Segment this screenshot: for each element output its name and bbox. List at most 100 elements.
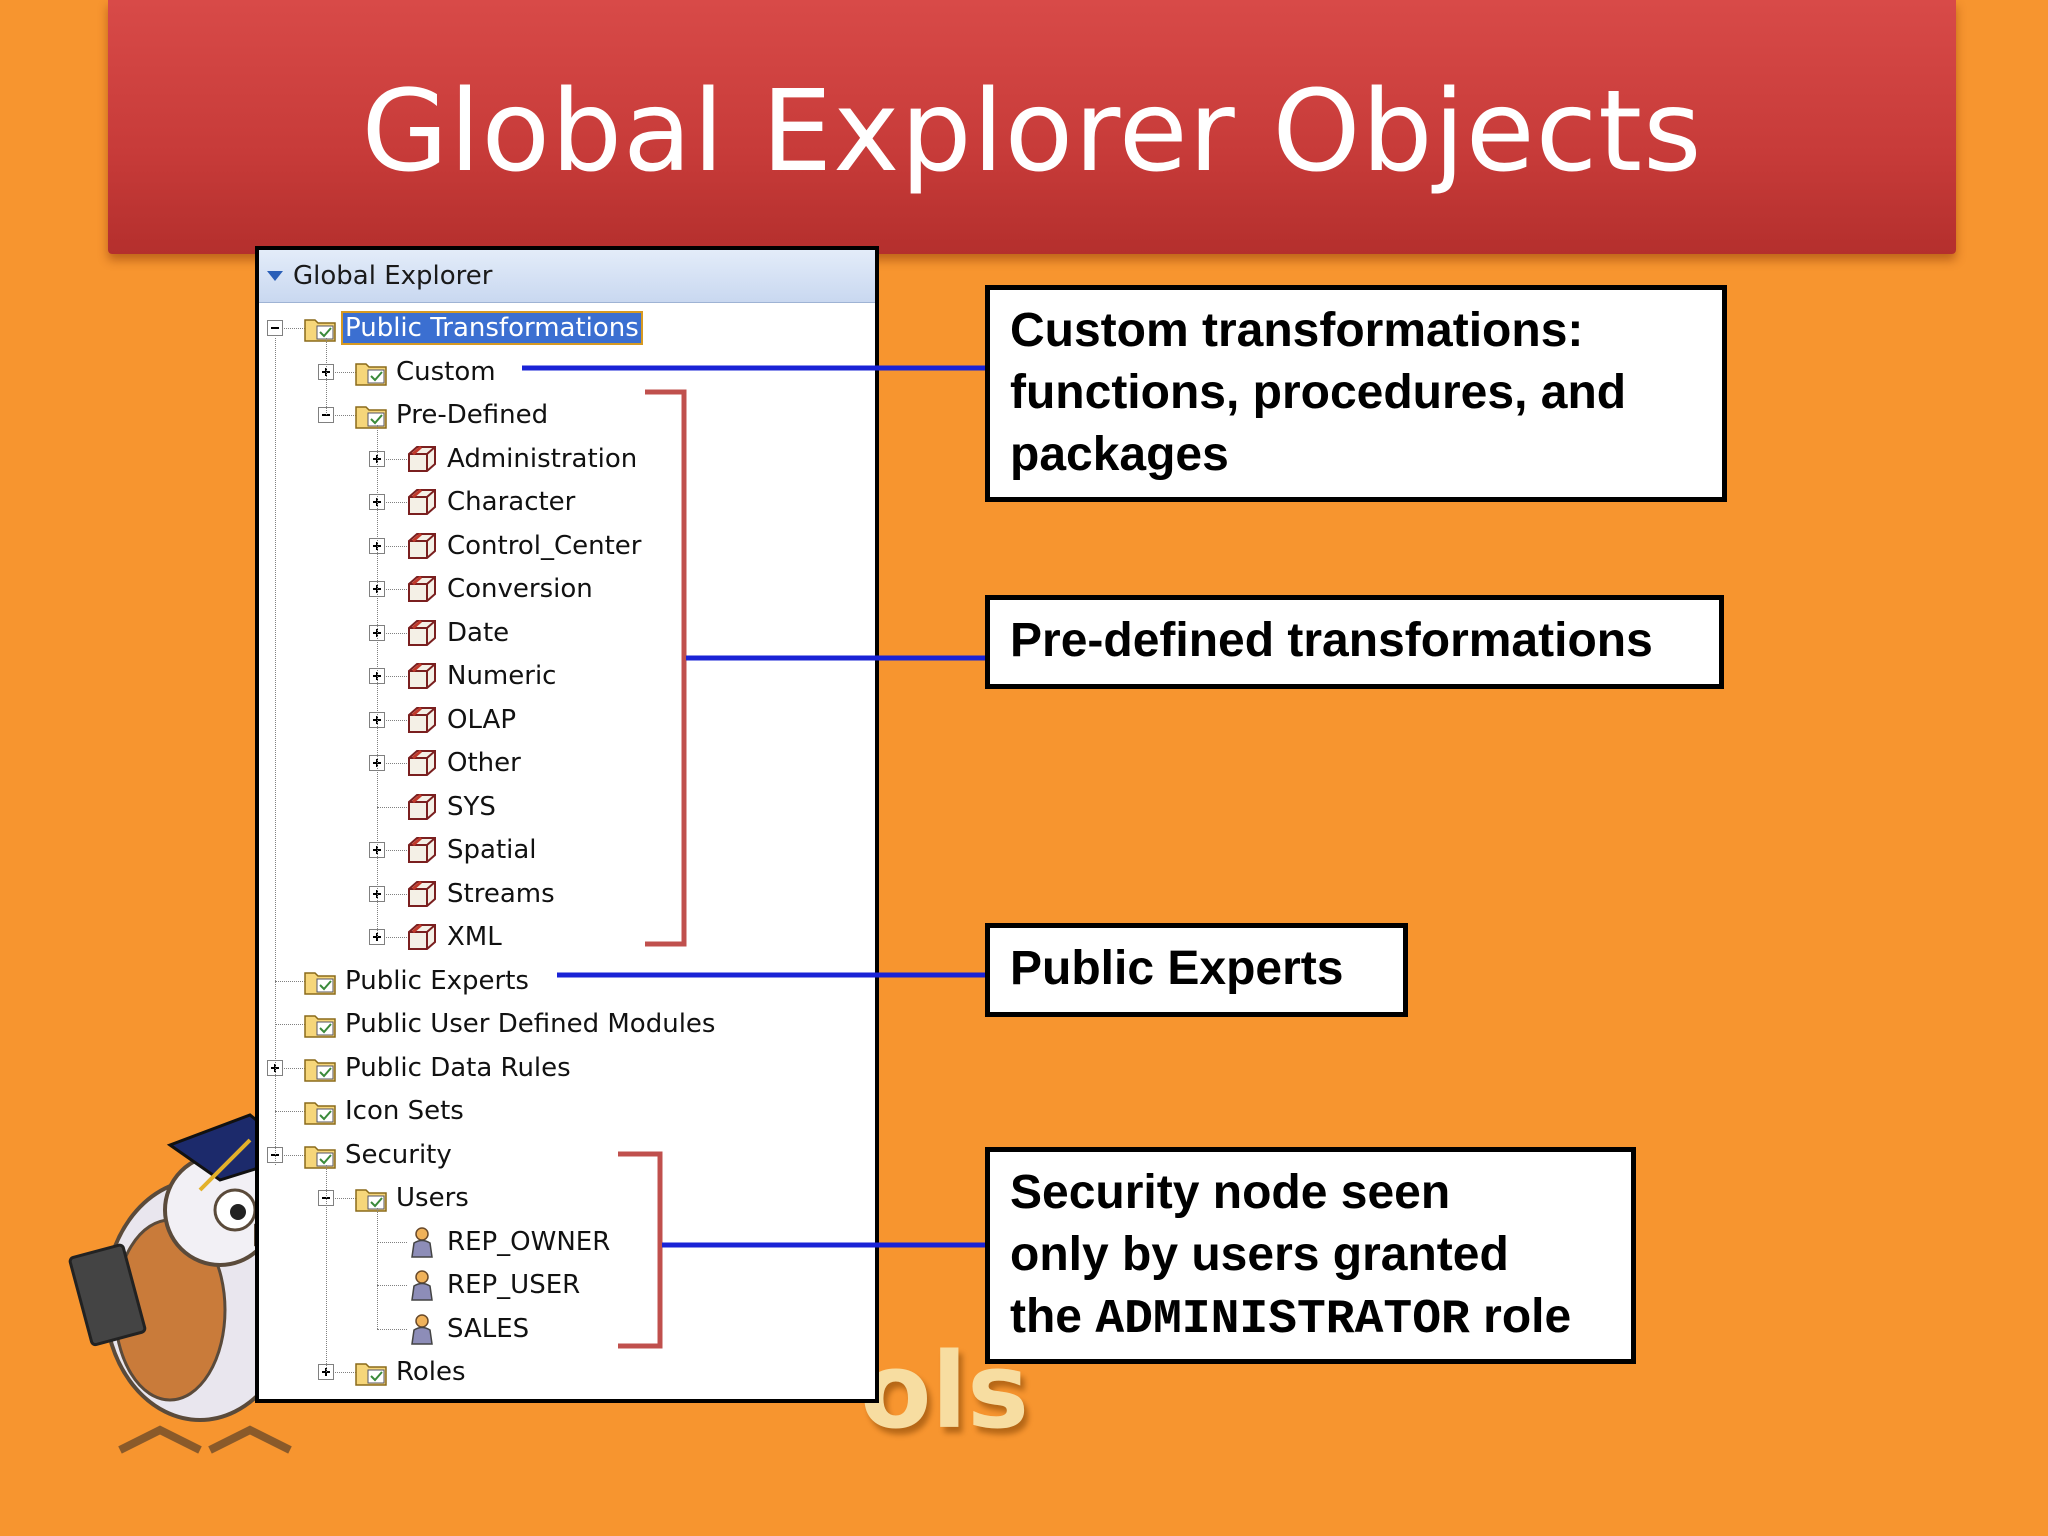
user-icon — [411, 1226, 433, 1258]
function-icon — [355, 406, 387, 429]
tree-item-label: Public User Defined Modules — [345, 1009, 716, 1039]
collapse-toggle-icon[interactable] — [267, 320, 283, 336]
custom-transform-icon — [355, 362, 387, 386]
tree-item-streams[interactable]: Streams — [405, 874, 557, 914]
callout-security: Security node seen only by users granted… — [985, 1147, 1636, 1364]
tree-item-custom[interactable]: Custom — [354, 352, 498, 392]
modules-icon — [304, 1015, 336, 1038]
tree-item-label: Conversion — [447, 574, 593, 604]
tree-connector — [275, 1111, 305, 1112]
tree-item-rep-owner[interactable]: REP_OWNER — [405, 1222, 612, 1262]
package-icon — [408, 532, 436, 559]
tree-item-administration[interactable]: Administration — [405, 439, 639, 479]
tree-connector — [377, 502, 407, 503]
tree-item-label: SALES — [447, 1313, 530, 1344]
explorer-header-title: Global Explorer — [293, 261, 493, 291]
tree-connector — [377, 676, 407, 677]
tree-item-xml[interactable]: XML — [405, 917, 504, 957]
tree-connector — [377, 545, 407, 547]
tree-connector — [377, 763, 407, 764]
tree-item-other[interactable]: Other — [405, 743, 523, 783]
tree-item-public-experts[interactable]: Public Experts — [303, 961, 531, 1001]
tree-item-label: Public Transformations — [341, 311, 643, 345]
package-icon — [408, 662, 436, 689]
tree-item-label: Security — [345, 1139, 452, 1170]
tree-item-public-transformations[interactable]: Public Transformations — [303, 308, 643, 348]
tree-item-numeric[interactable]: Numeric — [405, 656, 558, 696]
slide-title: Global Explorer Objects — [361, 67, 1703, 197]
tree-connector — [326, 1198, 356, 1199]
tree-connector — [377, 589, 407, 590]
tree-item-roles[interactable]: Roles — [354, 1352, 468, 1392]
callout-predefined: Pre-defined transformations — [985, 595, 1724, 689]
package-icon — [408, 880, 436, 907]
folder-transformations-icon — [304, 319, 336, 342]
tree-guide-line — [326, 1164, 327, 1372]
tree-item-icon-sets[interactable]: Icon Sets — [303, 1091, 466, 1131]
tree-item-label: Numeric — [447, 661, 557, 691]
tree-item-date[interactable]: Date — [405, 613, 511, 653]
tree-item-spatial[interactable]: Spatial — [405, 830, 539, 870]
tree-item-conversion[interactable]: Conversion — [405, 569, 595, 609]
tree-connector — [275, 1024, 305, 1025]
tree-item-olap[interactable]: OLAP — [405, 700, 518, 740]
roles-folder-icon — [355, 1363, 387, 1386]
tree-item-sales[interactable]: SALES — [405, 1309, 531, 1349]
collapse-triangle-icon[interactable] — [267, 271, 283, 281]
callout-security-line2: only by users granted — [1010, 1228, 1509, 1281]
tree-connector — [326, 1372, 356, 1373]
expand-toggle-icon[interactable] — [318, 1364, 334, 1380]
callout-security-prefix: the — [1010, 1290, 1096, 1343]
tree-item-label: REP_USER — [447, 1270, 581, 1300]
tree-connector — [326, 415, 356, 416]
tree-connector — [377, 458, 407, 460]
tree-item-label: Date — [447, 617, 510, 648]
security-folder-icon — [304, 1145, 336, 1169]
tree-item-label: Administration — [447, 443, 638, 474]
tree-item-pre-defined[interactable]: Pre-Defined — [354, 395, 550, 435]
callout-custom-line3: packages — [1010, 428, 1229, 481]
tree-guide-line — [326, 338, 327, 415]
callout-security-line1: Security node seen — [1010, 1166, 1451, 1219]
tree-connector — [377, 1241, 407, 1243]
tree-item-label: Control_Center — [447, 530, 642, 561]
tree-guide-line — [377, 1208, 378, 1329]
tree-item-public-data-rules[interactable]: Public Data Rules — [303, 1048, 573, 1088]
tree-item-label: Streams — [447, 878, 555, 909]
tree-connector — [275, 1067, 305, 1069]
experts-folder-icon — [304, 971, 336, 995]
tree-item-label: Icon Sets — [345, 1096, 464, 1126]
tree-connector — [275, 980, 305, 982]
tree-connector — [377, 806, 407, 808]
tree-item-users[interactable]: Users — [354, 1178, 471, 1218]
package-icon — [408, 575, 436, 602]
tree-item-security[interactable]: Security — [303, 1135, 454, 1175]
explorer-header[interactable]: Global Explorer — [259, 250, 875, 303]
package-icon — [408, 706, 436, 733]
tree-item-sys[interactable]: SYS — [405, 787, 498, 827]
callout-experts-text: Public Experts — [1010, 942, 1344, 995]
package-icon — [408, 793, 436, 820]
tree-connector — [326, 371, 356, 373]
callout-security-line3: the ADMINISTRATOR role — [1010, 1286, 1611, 1351]
callout-predefined-text: Pre-defined transformations — [1010, 614, 1653, 667]
tree-item-rep-user[interactable]: REP_USER — [405, 1265, 582, 1305]
tree-connector — [377, 937, 407, 938]
tree-connector — [377, 1328, 407, 1330]
tree-connector — [377, 632, 407, 634]
tree-item-character[interactable]: Character — [405, 482, 577, 522]
tree-item-public-user-defined-modules[interactable]: Public User Defined Modules — [303, 1004, 717, 1044]
package-icon — [408, 749, 436, 776]
tree-item-label: Character — [447, 487, 576, 517]
callout-experts: Public Experts — [985, 923, 1408, 1017]
tree-item-control-center[interactable]: Control_Center — [405, 526, 644, 566]
tree-item-label: Spatial — [447, 835, 537, 865]
callout-custom-line1: Custom transformations: — [1010, 304, 1584, 357]
tree-item-label: Users — [396, 1183, 469, 1213]
callout-security-suffix: role — [1469, 1290, 1572, 1343]
callout-custom: Custom transformations: functions, proce… — [985, 285, 1727, 502]
tree-connector — [377, 719, 407, 721]
tree-item-label: XML — [447, 922, 502, 952]
user-icon — [411, 1313, 433, 1345]
